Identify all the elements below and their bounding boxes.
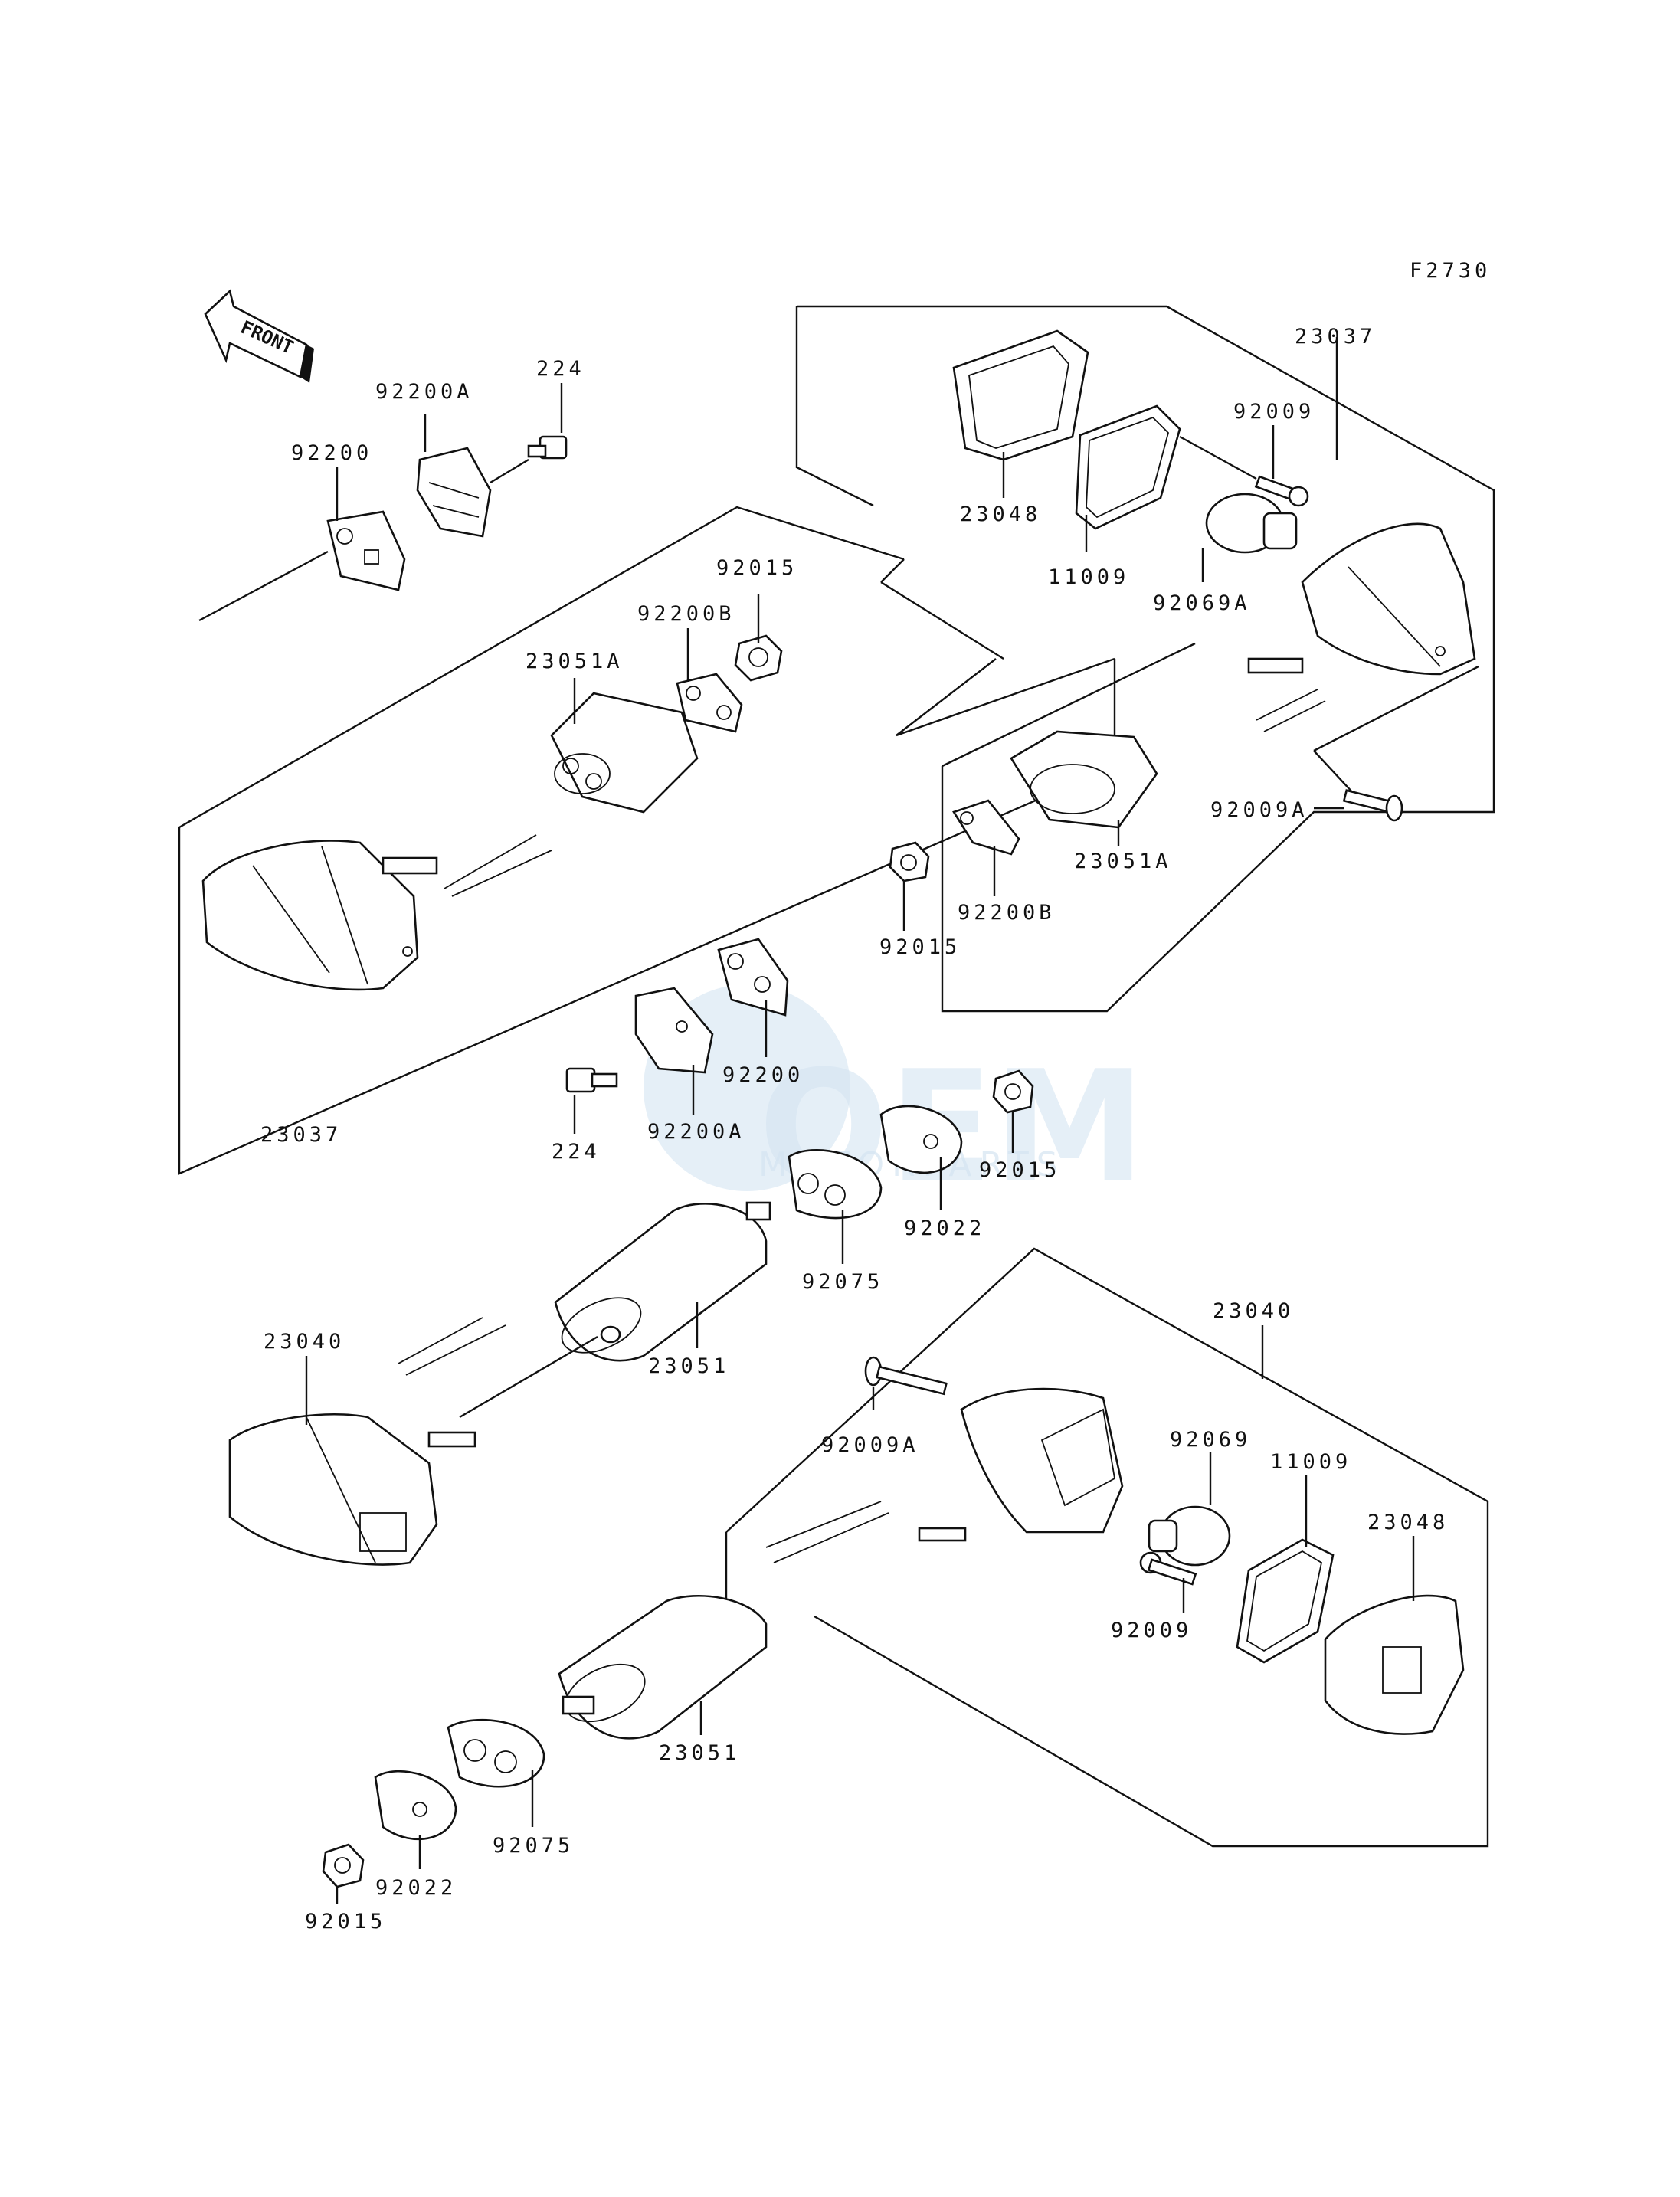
plate-92200B-top <box>676 673 743 733</box>
callout-92200-center: 92200 <box>722 1063 804 1087</box>
screw-92009-bottom <box>1139 1551 1197 1586</box>
callout-92075-bottom: 92075 <box>493 1834 574 1858</box>
bolt-224-top <box>527 435 568 460</box>
bulb-92069A <box>1205 493 1298 554</box>
callout-23051-bottom: 23051 <box>659 1741 740 1765</box>
callout-23048-top: 23048 <box>960 503 1041 526</box>
washer-92022-center <box>879 1105 963 1174</box>
nut-92015-mid <box>889 841 930 882</box>
lamp-23040-left <box>228 1317 506 1566</box>
callout-92015-center: 92015 <box>979 1158 1060 1182</box>
plate-92200-top <box>326 510 406 591</box>
callout-92200-top: 92200 <box>291 441 372 465</box>
frame-left-23037 <box>178 765 1115 1175</box>
callout-23037-left: 23037 <box>260 1123 342 1147</box>
screw-92009A-top <box>1342 789 1403 822</box>
callout-23048-bottom: 23048 <box>1367 1511 1449 1534</box>
callout-23051-center: 23051 <box>648 1354 729 1378</box>
callout-92069A: 92069A <box>1153 591 1251 615</box>
watermark-logo: OEM MOTORPARTS <box>644 984 1146 1216</box>
figure-code: F2730 <box>1410 259 1491 283</box>
callout-23051A-right: 23051A <box>1074 850 1172 873</box>
callout-11009-bottom: 11009 <box>1270 1450 1351 1474</box>
callout-92069: 92069 <box>1170 1428 1251 1452</box>
callout-23040-left: 23040 <box>264 1330 345 1354</box>
frame-right-23037 <box>797 305 1495 1013</box>
plate-92200B-mid <box>952 799 1020 856</box>
part-callouts: 92200A 224 92200 92015 92200B 23051A 230… <box>260 325 1449 1933</box>
callout-92015-top: 92015 <box>716 556 797 580</box>
callout-224-center: 224 <box>552 1140 601 1164</box>
grommet-23051A-right <box>1010 730 1158 829</box>
washer-92022-bottom <box>374 1770 457 1841</box>
callout-92075-center: 92075 <box>802 1270 883 1294</box>
frame-right-23040 <box>725 1247 1489 1848</box>
callout-11009-top: 11009 <box>1048 565 1129 589</box>
screw-92009-top <box>1254 475 1309 507</box>
bracket-92200A-center <box>634 987 714 1074</box>
callout-92009A-top: 92009A <box>1210 798 1308 822</box>
lens-23048-bottom <box>1324 1594 1465 1735</box>
bolt-224-center <box>565 1067 618 1093</box>
leader-lines <box>305 337 1415 1904</box>
callout-92009-bottom: 92009 <box>1111 1619 1192 1642</box>
grommet-23051A-left <box>550 692 699 814</box>
grommet-92075-bottom <box>447 1718 545 1788</box>
bracket-92200A-top <box>416 447 492 538</box>
callout-92200B-top: 92200B <box>637 602 735 626</box>
callout-92015-mid: 92015 <box>879 935 961 959</box>
callout-92022-center: 92022 <box>904 1216 985 1240</box>
gasket-11009-top <box>1075 404 1181 530</box>
housing-23051-bottom <box>558 1594 768 1740</box>
lamp-23037-left <box>201 834 552 991</box>
callout-92200A-top: 92200A <box>375 380 473 404</box>
callout-92009A-bottom: 92009A <box>821 1433 919 1457</box>
housing-23051-center <box>554 1201 771 1362</box>
callout-23051A-left: 23051A <box>526 650 624 673</box>
nut-92015-bottom <box>322 1843 365 1888</box>
callout-92015-bottom: 92015 <box>305 1910 386 1933</box>
nut-92015-top <box>734 634 783 682</box>
callout-92009-top: 92009 <box>1233 400 1315 424</box>
lamp-23040-right <box>765 1387 1124 1563</box>
callout-224-top: 224 <box>536 357 585 381</box>
gasket-11009-bottom <box>1236 1538 1335 1664</box>
grommet-92075-center <box>788 1149 883 1220</box>
lens-23048-top <box>952 329 1089 461</box>
front-arrow-icon: FRONT <box>204 289 314 383</box>
callout-23040-right: 23040 <box>1213 1299 1294 1323</box>
bulb-92069 <box>1148 1505 1231 1567</box>
callout-92200A-center: 92200A <box>647 1120 745 1144</box>
screw-92009A-bottom <box>864 1356 948 1396</box>
lamp-23037-right <box>1247 522 1476 732</box>
plate-92200-center <box>717 938 789 1017</box>
nut-92015-center <box>992 1069 1034 1114</box>
callout-23037-right: 23037 <box>1295 325 1376 349</box>
callout-92022-bottom: 92022 <box>375 1876 457 1900</box>
callout-92200B-mid: 92200B <box>958 901 1056 925</box>
